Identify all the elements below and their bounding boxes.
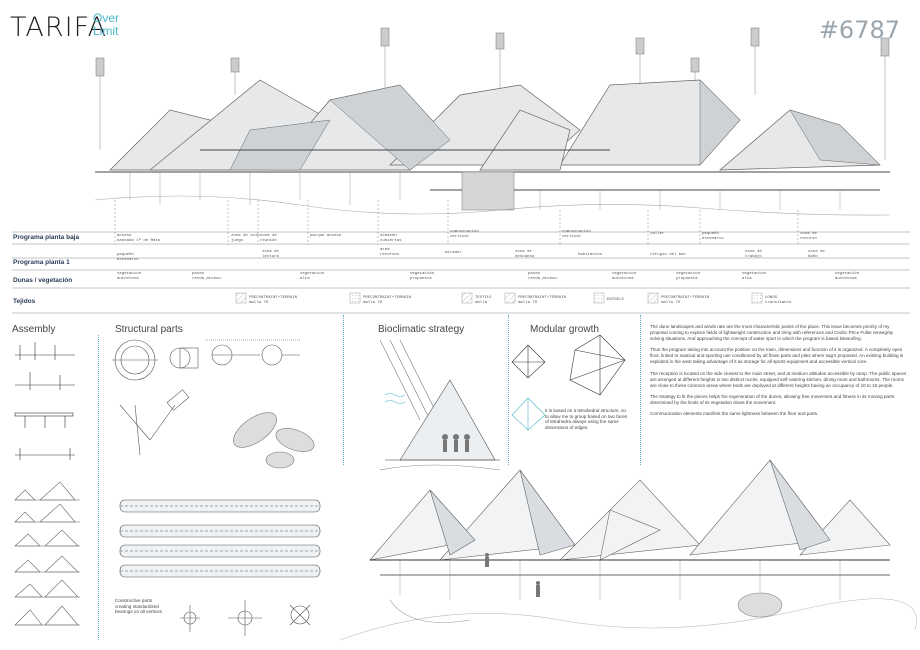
description-paragraph: The dune landscapes and winds rate are t… xyxy=(650,324,894,342)
bioclimatic-drawing xyxy=(379,339,501,471)
fabric-swatches xyxy=(235,292,763,304)
description-paragraph: Communication elements manifest the same… xyxy=(650,411,819,417)
subtitle-line-1: Over xyxy=(93,11,120,25)
description-paragraph: The reception is located on the side clo… xyxy=(650,370,907,388)
table-cell: habitación xyxy=(578,253,603,257)
table-cell: parque acceso xyxy=(310,234,342,238)
perspective-render xyxy=(339,459,917,641)
separator-bioclimatic xyxy=(508,315,509,465)
separator-structural xyxy=(343,315,344,465)
main-elevation xyxy=(94,27,891,216)
table-cell: mirador xyxy=(445,251,462,255)
separator-assembly xyxy=(98,335,99,640)
section-title-bioclimatic: Bioclimatic strategy xyxy=(378,324,465,335)
section-title-assembly: Assembly xyxy=(12,324,56,335)
modular-growth-drawing xyxy=(511,334,626,431)
row-label-ground-floor: Programa planta baja xyxy=(13,234,80,241)
structural-parts-drawings xyxy=(112,339,321,636)
row-label-fabrics: Tejidos xyxy=(13,298,36,305)
table-cell: taller xyxy=(650,232,665,236)
project-description: The dune landscapes and winds rate are t… xyxy=(650,324,907,422)
section-title-modular: Modular growth xyxy=(530,324,599,335)
subtitle-line-2: Limit xyxy=(93,24,119,38)
modular-caption: It is based on a tetrahedral structure, … xyxy=(545,408,628,430)
poster-subtitle: Over Limit xyxy=(93,12,119,38)
table-cell: ENTRELS xyxy=(607,298,624,302)
table-cell: refugio del mar xyxy=(650,253,687,257)
structural-caption: Constructive parts creating standardized… xyxy=(115,598,162,614)
description-paragraph: The strategy to fit the pieces helps the… xyxy=(650,393,895,405)
program-table-grid xyxy=(12,231,910,314)
elevation-leader-lines xyxy=(114,200,799,245)
section-title-structural: Structural parts xyxy=(115,324,183,335)
row-label-first-floor: Programa planta 1 xyxy=(13,259,70,266)
separator-modular xyxy=(640,315,641,465)
description-paragraph: Thus the program taking into account the… xyxy=(650,347,904,365)
assembly-sketches xyxy=(14,342,80,626)
row-label-dunes: Dunas / vegetación xyxy=(13,277,73,284)
poster-title: TARIFA xyxy=(10,12,108,43)
